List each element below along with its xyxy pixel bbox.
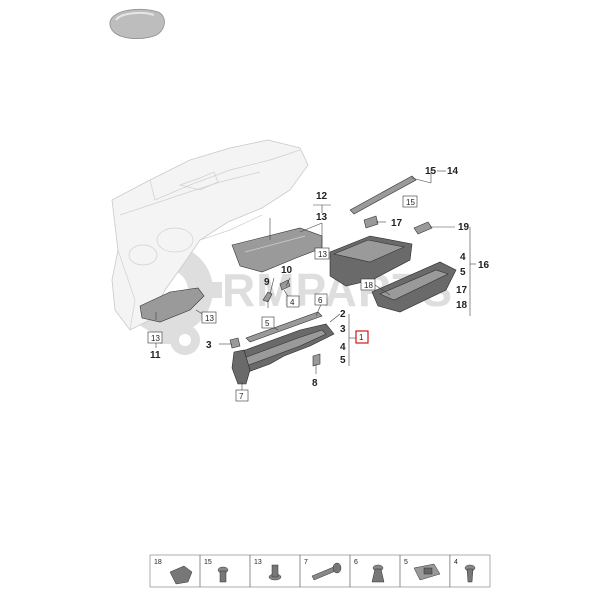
part-16-glovebox-housing — [329, 235, 413, 287]
callouts: 15 14 15 12 13 13 17 19 4 16 5 17 18 18 … — [147, 166, 490, 402]
part-17-clip — [363, 215, 379, 229]
callout-box-13-b: 13 — [151, 334, 160, 343]
callout-18: 18 — [456, 300, 468, 311]
part-7-bracket — [231, 349, 251, 385]
bolt-icon — [311, 562, 342, 581]
part-1-lower-bracket — [239, 323, 335, 373]
strip-cell-18: 18 — [154, 555, 201, 587]
callout-box-4: 4 — [290, 298, 295, 307]
strip-cell-4: 4 — [449, 554, 491, 588]
svg-text:15: 15 — [204, 559, 212, 566]
screw-icon — [268, 564, 282, 581]
callout-9: 9 — [264, 277, 270, 288]
strip-cell-13: 13 — [254, 555, 301, 587]
callout-10: 10 — [281, 265, 293, 276]
callout-11: 11 — [150, 350, 161, 361]
callout-14: 14 — [447, 166, 459, 177]
screw-icon — [371, 564, 385, 583]
callout-box-13-a: 13 — [318, 250, 327, 259]
callout-5-lower: 5 — [340, 355, 346, 366]
nut-clip-icon — [413, 563, 441, 581]
dashboard-outline — [111, 139, 309, 331]
callout-15: 15 — [425, 166, 437, 177]
callout-box-18: 18 — [364, 281, 373, 290]
gear-icon — [170, 325, 200, 355]
svg-text:18: 18 — [154, 559, 162, 566]
svg-text:6: 6 — [354, 559, 358, 566]
svg-text:13: 13 — [254, 559, 262, 566]
part-19-damper — [413, 221, 433, 235]
callout-box-7: 7 — [239, 392, 244, 401]
svg-text:4: 4 — [454, 559, 458, 566]
callout-17-right: 17 — [456, 285, 468, 296]
callout-12: 12 — [316, 191, 328, 202]
clip-icon — [169, 565, 193, 585]
strip-cell-15: 15 — [204, 555, 251, 587]
callout-box-6: 6 — [318, 296, 323, 305]
part-17-glovebox-lid — [371, 261, 457, 313]
callout-5-right: 5 — [460, 267, 466, 278]
part-3-clip — [229, 337, 241, 349]
svg-text:5: 5 — [404, 559, 408, 566]
part-2-trim-strip — [245, 311, 323, 343]
callout-1: 1 — [359, 333, 364, 342]
callout-19: 19 — [458, 222, 470, 233]
part-12-bracket — [231, 227, 323, 273]
callout-3-left: 3 — [206, 340, 212, 351]
part-15-trim-strip — [349, 175, 417, 215]
fastener-strip: 18 15 13 7 — [149, 554, 491, 588]
strip-cell-6: 6 — [354, 555, 401, 587]
strip-cell-7: 7 — [304, 555, 351, 587]
screw-icon — [217, 566, 229, 583]
svg-text:7: 7 — [304, 559, 308, 566]
callout-4-right: 4 — [460, 252, 466, 263]
callout-box-15: 15 — [406, 198, 415, 207]
callout-box-13-c: 13 — [205, 314, 214, 323]
emblem-icon — [109, 8, 165, 39]
screw-icon — [464, 564, 476, 583]
callout-4-lower: 4 — [340, 342, 346, 353]
part-8-spacer — [312, 353, 321, 367]
callout-2: 2 — [340, 309, 346, 320]
callout-13-top: 13 — [316, 212, 328, 223]
callout-17-top: 17 — [391, 218, 403, 229]
callout-3-right: 3 — [340, 324, 346, 335]
callout-8: 8 — [312, 378, 318, 389]
callout-box-5: 5 — [265, 319, 270, 328]
callout-16: 16 — [478, 260, 490, 271]
part-9-clip — [262, 291, 273, 303]
